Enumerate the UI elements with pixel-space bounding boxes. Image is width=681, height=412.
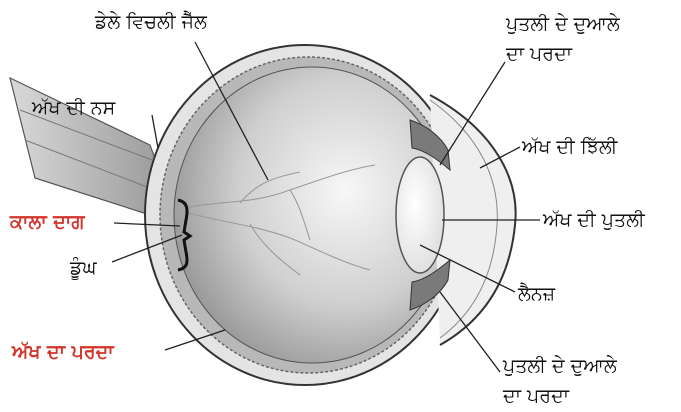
label-pupil: ਅੱਖ ਦੀ ਪੁਤਲੀ [543,208,645,232]
label-iris-bottom-line1: ਪੁਤਲੀ ਦੇ ਦੁਆਲੇ [503,354,617,378]
label-lens: ਲੈਨਜ਼ [518,282,555,306]
leader-optic-nerve [152,115,158,148]
label-iris-bottom-line2: ਦਾ ਪਰਦਾ [503,384,569,408]
label-iris-top-line1: ਪੁਤਲੀ ਦੇ ਦੁਆਲੇ [506,12,620,36]
lens-shape [396,157,444,273]
label-retina: ਅੱਖ ਦਾ ਪਰਦਾ [12,340,114,364]
label-cornea: ਅੱਖ ਦੀ ਝਿੱਲੀ [522,135,617,159]
label-macula: ਕਾਲਾ ਦਾਗ [10,210,85,234]
label-optic-nerve: ਅੱਖ ਦੀ ਨਸ [32,96,115,120]
label-iris-top-line2: ਦਾ ਪਰਦਾ [506,42,572,66]
label-fovea: ਡੂੰਘ [70,256,97,280]
label-vitreous: ਡੇਲੇ ਵਿਚਲੀ ਜੈੱਲ [95,10,207,34]
